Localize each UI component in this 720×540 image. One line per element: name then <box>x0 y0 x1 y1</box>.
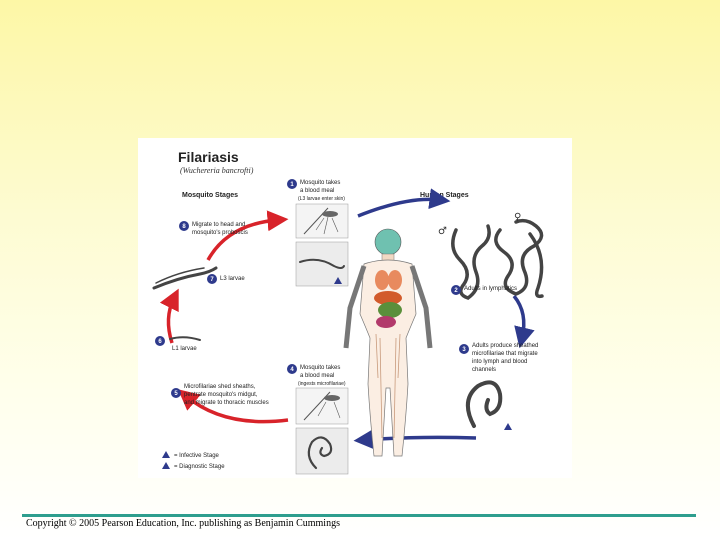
step-number-badge <box>459 344 469 354</box>
step-5: 5 Microfilariae shed sheaths, pentrate m… <box>171 384 269 406</box>
step-number: 3 <box>462 347 466 353</box>
step-number-badge <box>287 364 297 374</box>
adult-worms-illustration: ♂ ♀ <box>438 212 544 300</box>
diagram-subtitle: (Wuchereria bancrofti) <box>180 166 254 175</box>
female-symbol: ♀ <box>514 212 521 223</box>
legend-label: = Diagnostic Stage <box>174 464 225 470</box>
step-number: 2 <box>454 288 458 294</box>
arrow-to-l1-larvae <box>177 389 289 424</box>
step-label-line: channels <box>472 367 496 373</box>
diagnostic-stage-marker <box>504 423 512 430</box>
diagnostic-stage-marker <box>162 462 170 469</box>
step-label-line: microfilariae that migrate <box>472 351 538 357</box>
step-number: 1 <box>290 182 294 188</box>
step-7: 7 L3 larvae <box>152 266 245 290</box>
life-cycle-diagram: Filariasis (Wuchereria bancrofti) Mosqui… <box>152 149 544 475</box>
step-1: 1 Mosquito takes a blood meal (L3 larvae… <box>287 179 345 202</box>
step-2: 2 Adults in lymphatics <box>451 285 517 295</box>
step-label-line: a blood meal <box>300 188 334 194</box>
legend: = Infective Stage = Diagnostic Stage <box>162 451 225 470</box>
step-label-line: and migrate to thoracic muscles <box>184 400 269 406</box>
step-label: L1 larvae <box>172 346 197 352</box>
step-6: 6 L1 larvae <box>155 336 201 352</box>
mosquito-stages-heading: Mosquito Stages <box>182 192 238 199</box>
diagram-title: Filariasis <box>178 149 239 165</box>
arrow-to-human-stages <box>357 188 451 218</box>
l1-larva-illustration <box>169 336 201 341</box>
infective-stage-marker <box>334 277 342 284</box>
arrow-l1-to-l3 <box>159 288 179 344</box>
legend-label: = Infective Stage <box>174 453 220 459</box>
copyright-notice: Copyright © 2005 Pearson Education, Inc.… <box>26 518 340 529</box>
step-label: Adults in lymphatics <box>464 286 517 292</box>
step-number: 7 <box>210 277 214 283</box>
mosquito-ingesting-illustration <box>295 387 349 425</box>
step-label: L3 larvae <box>220 276 245 282</box>
infective-stage-marker <box>162 451 170 458</box>
step-number-badge <box>155 336 165 346</box>
male-symbol: ♂ <box>438 226 447 237</box>
step-label-line: Microfilariae shed sheaths, <box>184 384 256 390</box>
filariasis-life-cycle-figure: Filariasis (Wuchereria bancrofti) Mosqui… <box>138 138 572 478</box>
footer-rule <box>22 514 696 517</box>
arrow-l3-to-proboscis <box>206 210 289 261</box>
step-number-badge <box>179 221 189 231</box>
step-note: (ingests microfilariae) <box>298 381 346 387</box>
human-figure-illustration <box>343 228 433 457</box>
step-label-line: Adults produce sheathed <box>472 343 538 349</box>
step-label-line: Migrate to head and <box>192 222 245 228</box>
step-note: (L3 larvae enter skin) <box>298 196 345 202</box>
step-number: 6 <box>158 339 162 345</box>
step-label-line: Mosquito takes <box>300 365 340 371</box>
step-label-line: mosquito's proboscis <box>192 230 248 236</box>
step-4: 4 Mosquito takes a blood meal (ingests m… <box>287 364 346 387</box>
microfilaria-midgut-panel <box>295 427 349 475</box>
legend-infective: = Infective Stage <box>162 451 220 459</box>
step-number-badge <box>171 388 181 398</box>
step-label-line: pentrate mosquito's midgut, <box>184 392 258 398</box>
step-number-badge <box>451 285 461 295</box>
step-number: 8 <box>182 224 186 230</box>
step-3: 3 Adults produce sheathed microfilariae … <box>459 343 538 373</box>
legend-diagnostic: = Diagnostic Stage <box>162 462 225 470</box>
step-label-line: Mosquito takes <box>300 180 340 186</box>
step-number: 5 <box>174 391 178 397</box>
step-number-badge <box>287 179 297 189</box>
step-number-badge <box>207 274 217 284</box>
step-8: 8 Migrate to head and mosquito's probosc… <box>179 221 248 236</box>
step-label-line: a blood meal <box>300 373 334 379</box>
l3-larva-skin-panel <box>295 241 349 287</box>
sheathed-microfilaria-illustration <box>466 380 512 430</box>
arrow-adults-to-microfilariae <box>512 294 535 349</box>
mosquito-feeding-illustration <box>295 203 349 239</box>
step-label-line: into lymph and blood <box>472 359 527 365</box>
l3-larva-illustration <box>152 266 218 290</box>
step-number: 4 <box>290 367 294 373</box>
